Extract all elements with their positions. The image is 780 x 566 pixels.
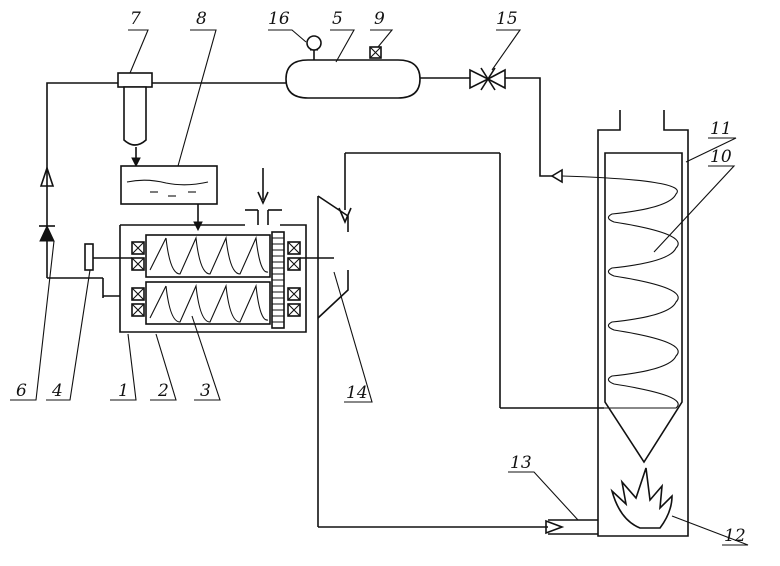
label-15: 15 xyxy=(496,9,518,29)
label-6: 6 xyxy=(16,381,27,401)
label-13: 13 xyxy=(510,453,532,473)
label-11: 11 xyxy=(710,119,732,139)
label-3: 3 xyxy=(200,381,211,401)
label-9: 9 xyxy=(374,9,385,29)
label-1: 1 xyxy=(118,381,129,401)
speed-sensor xyxy=(85,244,93,270)
label-2: 2 xyxy=(157,381,169,401)
label-5: 5 xyxy=(332,9,343,29)
filter xyxy=(118,73,152,166)
shutoff-valve xyxy=(470,68,505,90)
oil-container xyxy=(121,166,217,230)
label-12: 12 xyxy=(724,526,746,546)
heater-column xyxy=(548,110,688,536)
label-16: 16 xyxy=(268,9,290,29)
label-10: 10 xyxy=(710,147,732,167)
label-4: 4 xyxy=(51,381,63,401)
label-7: 7 xyxy=(130,9,141,29)
check-valve xyxy=(39,200,55,278)
ejector xyxy=(318,153,604,533)
label-14: 14 xyxy=(346,383,368,403)
receiver-tank xyxy=(286,36,420,98)
label-8: 8 xyxy=(196,9,207,29)
